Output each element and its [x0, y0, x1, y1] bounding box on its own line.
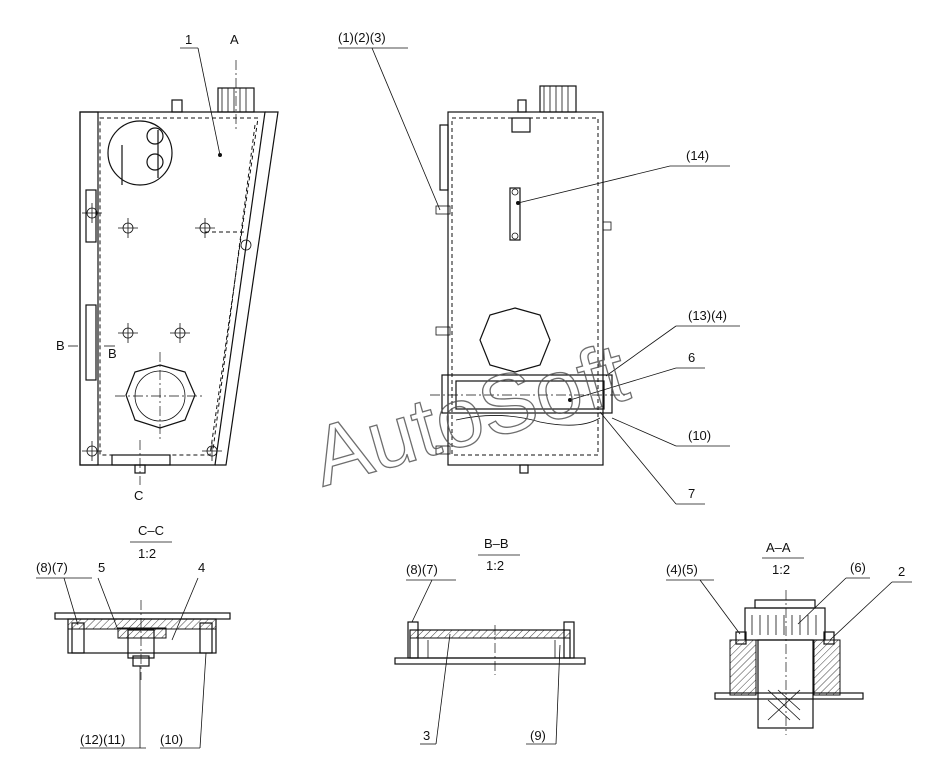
callout-1-2-3: (1)(2)(3) — [338, 30, 386, 45]
callout-7: 7 — [688, 486, 695, 501]
section-c-mark: C — [134, 488, 143, 503]
section-bb-scale: 1:2 — [486, 558, 504, 573]
section-a-mark: A — [230, 32, 239, 47]
side-view: (1)(2)(3) (14) (13)(4) 6 (10) 7 — [338, 30, 740, 505]
watermark: AutoSoft — [302, 325, 638, 504]
section-b-mark-right: B — [108, 346, 117, 361]
part-1-label: 1 — [185, 32, 192, 47]
callout-cc-12-11: (12)(11) — [80, 732, 125, 747]
callout-aa-2: 2 — [898, 564, 905, 579]
callout-cc-8-7: (8)(7) — [36, 560, 68, 575]
section-aa: A–A 1:2 (4)(5) (6) 2 — [666, 540, 912, 735]
callout-aa-4-5: (4)(5) — [666, 562, 698, 577]
callout-14: (14) — [686, 148, 709, 163]
callout-bb-8-7: (8)(7) — [406, 562, 438, 577]
section-aa-title: A–A — [766, 540, 791, 555]
callout-cc-4: 4 — [198, 560, 205, 575]
section-b-mark-left: B — [56, 338, 65, 353]
callout-aa-6: (6) — [850, 560, 866, 575]
callout-13-4: (13)(4) — [688, 308, 727, 323]
section-bb: B–B 1:2 (8)(7) 3 (9) — [394, 536, 586, 745]
section-cc: C–C 1:2 (8)(7) 5 4 (12)(11) (10) — [36, 523, 231, 749]
section-bb-title: B–B — [484, 536, 509, 551]
callout-10: (10) — [688, 428, 711, 443]
section-cc-scale: 1:2 — [138, 546, 156, 561]
section-cc-title: C–C — [138, 523, 164, 538]
section-aa-scale: 1:2 — [772, 562, 790, 577]
callout-6: 6 — [688, 350, 695, 365]
callout-cc-5: 5 — [98, 560, 105, 575]
callout-bb-3: 3 — [423, 728, 430, 743]
callout-bb-9: (9) — [530, 728, 546, 743]
callout-cc-10: (10) — [160, 732, 183, 747]
front-view: A B B C 1 — [56, 32, 279, 503]
